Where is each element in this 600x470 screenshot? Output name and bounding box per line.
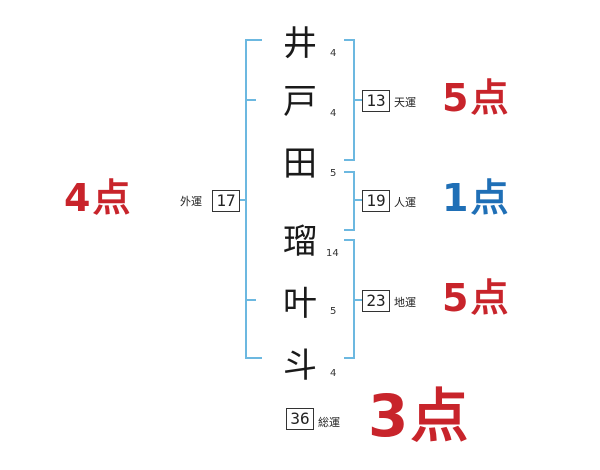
gaikaku-score: 4点 bbox=[64, 176, 133, 220]
name-char-1: 井 bbox=[283, 24, 317, 64]
tenkaku-score: 5点 bbox=[442, 76, 511, 120]
chikaku-value: 23 bbox=[362, 290, 390, 312]
jinkaku-value: 19 bbox=[362, 190, 390, 212]
stroke-count-5: 5 bbox=[330, 306, 337, 317]
stroke-count-2: 4 bbox=[330, 108, 337, 119]
stroke-count-3: 5 bbox=[330, 168, 337, 179]
chikaku-bracket bbox=[344, 239, 355, 359]
stroke-count-6: 4 bbox=[330, 368, 337, 379]
tenkaku-value: 13 bbox=[362, 90, 390, 112]
name-char-6: 斗 bbox=[283, 346, 317, 386]
jinkaku-label: 人運 bbox=[394, 196, 416, 209]
soukaku-label: 総運 bbox=[318, 416, 340, 429]
soukaku-score: 3点 bbox=[368, 382, 471, 450]
tenkaku-label: 天運 bbox=[394, 96, 416, 109]
stroke-count-4: 14 bbox=[326, 248, 339, 259]
soukaku-value: 36 bbox=[286, 408, 314, 430]
name-char-3: 田 bbox=[283, 144, 317, 184]
jinkaku-score: 1点 bbox=[442, 176, 511, 220]
gaikaku-label: 外運 bbox=[180, 195, 202, 208]
chikaku-score: 5点 bbox=[442, 276, 511, 320]
name-char-4: 瑠 bbox=[283, 222, 317, 262]
chikaku-label: 地運 bbox=[394, 296, 416, 309]
tenkaku-bracket bbox=[344, 39, 355, 161]
name-char-5: 叶 bbox=[283, 284, 317, 324]
jinkaku-bracket bbox=[344, 171, 355, 231]
gaikaku-value: 17 bbox=[212, 190, 240, 212]
name-char-2: 戸 bbox=[283, 82, 317, 122]
outer-bracket bbox=[245, 39, 262, 359]
stroke-count-1: 4 bbox=[330, 48, 337, 59]
